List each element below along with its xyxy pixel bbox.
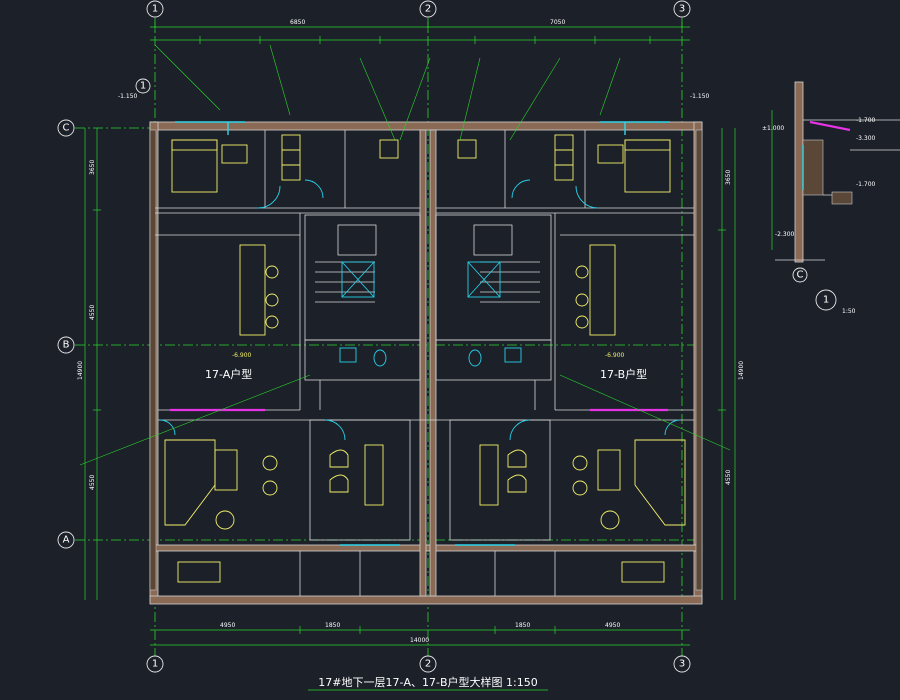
svg-text:C: C <box>63 123 70 134</box>
section-bubble-col: C <box>792 267 808 283</box>
section-detail <box>771 81 900 263</box>
grid-bubble-row-a: A <box>57 531 75 549</box>
section-number-marker: 1 <box>815 289 837 311</box>
corner-sofa-a <box>164 439 235 530</box>
stair-a <box>315 261 375 303</box>
dimension-lines <box>84 22 736 646</box>
grid-bubble-col-3-bottom: 3 <box>673 655 691 673</box>
svg-text:2: 2 <box>425 659 431 670</box>
corner-sofa-b <box>600 439 686 530</box>
dim-right-seg2: 4550 <box>725 470 732 485</box>
dim-bottom-seg2: 1850 <box>325 622 340 629</box>
section-elev-2: -1.700 <box>856 117 876 124</box>
dim-top-left: 6850 <box>290 19 305 26</box>
leader-lines <box>79 44 731 466</box>
exterior-walls <box>149 121 703 605</box>
door-swings <box>159 179 681 441</box>
elev-right-top: -1.150 <box>690 93 710 100</box>
grid-bubble-col-1-top: 1 <box>146 0 164 18</box>
grid-bubble-col-1-bottom: 1 <box>146 655 164 673</box>
dim-bottom-seg1: 4950 <box>220 622 235 629</box>
grid-lines <box>75 18 705 660</box>
grid-bubble-col-2-bottom: 2 <box>419 655 437 673</box>
svg-text:1: 1 <box>140 81 146 92</box>
svg-text:1: 1 <box>823 295 829 306</box>
unit-elev-a: -6.900 <box>232 352 252 359</box>
unit-label-a: 17-A户型 <box>205 367 252 381</box>
section-elev-5: -3.300 <box>856 135 876 142</box>
dim-right-seg1: 3650 <box>725 170 732 185</box>
desk-b <box>572 449 621 496</box>
detail-marker-top-left: 1 <box>135 78 151 94</box>
svg-text:1: 1 <box>152 659 158 670</box>
grid-bubble-col-3-top: 3 <box>673 0 691 18</box>
bed-b <box>597 139 671 193</box>
elevator-a <box>341 261 375 298</box>
section-elev-1: ±1.000 <box>762 125 784 132</box>
svg-text:3: 3 <box>679 659 685 670</box>
sofa-b <box>575 244 616 336</box>
dim-bottom-seg3: 1850 <box>515 622 530 629</box>
dim-left-seg1: 3650 <box>89 160 96 175</box>
desk-a <box>214 449 278 496</box>
interior-partitions <box>155 130 694 596</box>
sofa-a <box>239 244 279 336</box>
elevator-b <box>467 261 501 298</box>
svg-text:3: 3 <box>679 4 685 15</box>
svg-text:2: 2 <box>425 4 431 15</box>
unit-label-b: 17-B户型 <box>600 367 647 381</box>
bed-a <box>171 139 248 193</box>
closet-a <box>281 134 301 181</box>
section-scale: 1:50 <box>842 308 856 315</box>
stair-b <box>480 261 540 303</box>
dim-top-right: 7050 <box>550 19 565 26</box>
svg-text:1: 1 <box>152 4 158 15</box>
elev-left-top: -1.150 <box>118 93 138 100</box>
closet-b <box>554 134 574 181</box>
dim-bottom-seg4: 4950 <box>605 622 620 629</box>
section-elev-3: -1.700 <box>856 181 876 188</box>
table-center-a <box>329 444 384 506</box>
grid-bubble-col-2-top: 2 <box>419 0 437 18</box>
table-center-b <box>479 444 527 506</box>
drawing-title: 17#地下一层17-A、17-B户型大样图 1:150 <box>318 675 537 689</box>
windows <box>175 121 670 546</box>
dim-left-seg3: 4550 <box>89 475 96 490</box>
grid-bubble-row-b: B <box>57 336 75 354</box>
small-fixtures-top <box>379 139 477 159</box>
unit-elev-b: -6.900 <box>605 352 625 359</box>
grid-bubble-row-c: C <box>57 119 75 137</box>
svg-text:A: A <box>63 535 70 546</box>
dim-bottom-overall: 14000 <box>410 637 429 644</box>
dim-left-seg2: 4550 <box>89 305 96 320</box>
bathroom-fixtures <box>339 347 522 367</box>
storage-bench <box>177 561 665 583</box>
dim-right-total: 14900 <box>738 361 745 380</box>
svg-text:B: B <box>63 340 70 351</box>
dim-left-total: 14900 <box>77 361 84 380</box>
svg-text:C: C <box>797 270 804 281</box>
section-elev-4: -2.300 <box>775 231 795 238</box>
